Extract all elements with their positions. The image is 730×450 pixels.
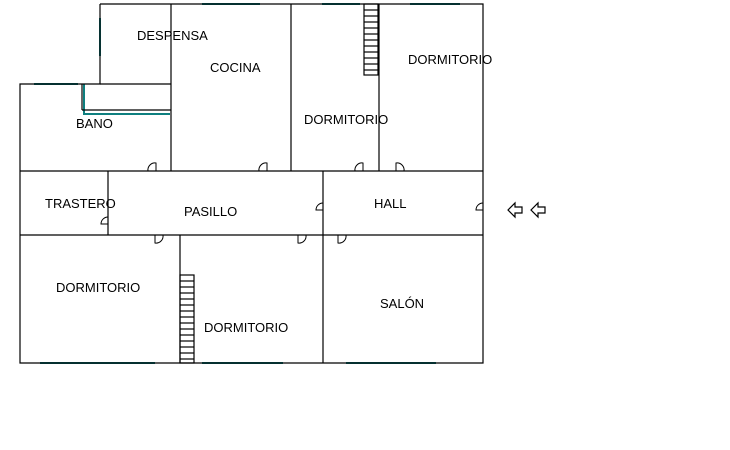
- door-hall-pasillo: [315, 202, 324, 211]
- walls: [19, 3, 484, 364]
- wardrobes: [179, 3, 379, 364]
- label-hall: HALL: [374, 196, 407, 211]
- arrow-left-icon-2: [530, 201, 546, 219]
- arrow-left-icon: [507, 201, 546, 219]
- label-bano: BANO: [76, 116, 113, 131]
- door-dormitorio-n: [354, 162, 364, 172]
- doors: [100, 162, 484, 244]
- door-salon: [337, 234, 347, 244]
- door-dormitorio-sw: [154, 234, 164, 244]
- label-dormitorio-s: DORMITORIO: [204, 320, 288, 335]
- arrow-left-icon-1: [507, 201, 523, 219]
- label-dormitorio-ne: DORMITORIO: [408, 52, 492, 67]
- label-salon: SALÓN: [380, 296, 424, 311]
- wardrobe-south: [179, 274, 195, 364]
- label-cocina: COCINA: [210, 60, 261, 75]
- label-despensa: DESPENSA: [137, 28, 208, 43]
- label-dormitorio-n: DORMITORIO: [304, 112, 388, 127]
- wardrobe-north: [363, 3, 379, 76]
- door-cocina: [258, 162, 268, 172]
- label-dormitorio-sw: DORMITORIO: [56, 280, 140, 295]
- room-labels: DESPENSA COCINA DORMITORIO DORMITORIO BA…: [45, 28, 492, 335]
- bathtub-outline: [83, 84, 170, 115]
- door-trastero: [100, 216, 109, 225]
- label-trastero: TRASTERO: [45, 196, 116, 211]
- door-bano: [147, 162, 157, 172]
- label-pasillo: PASILLO: [184, 204, 237, 219]
- door-entrance: [475, 202, 484, 211]
- door-dormitorio-s: [297, 234, 307, 244]
- door-dormitorio-ne: [395, 162, 405, 172]
